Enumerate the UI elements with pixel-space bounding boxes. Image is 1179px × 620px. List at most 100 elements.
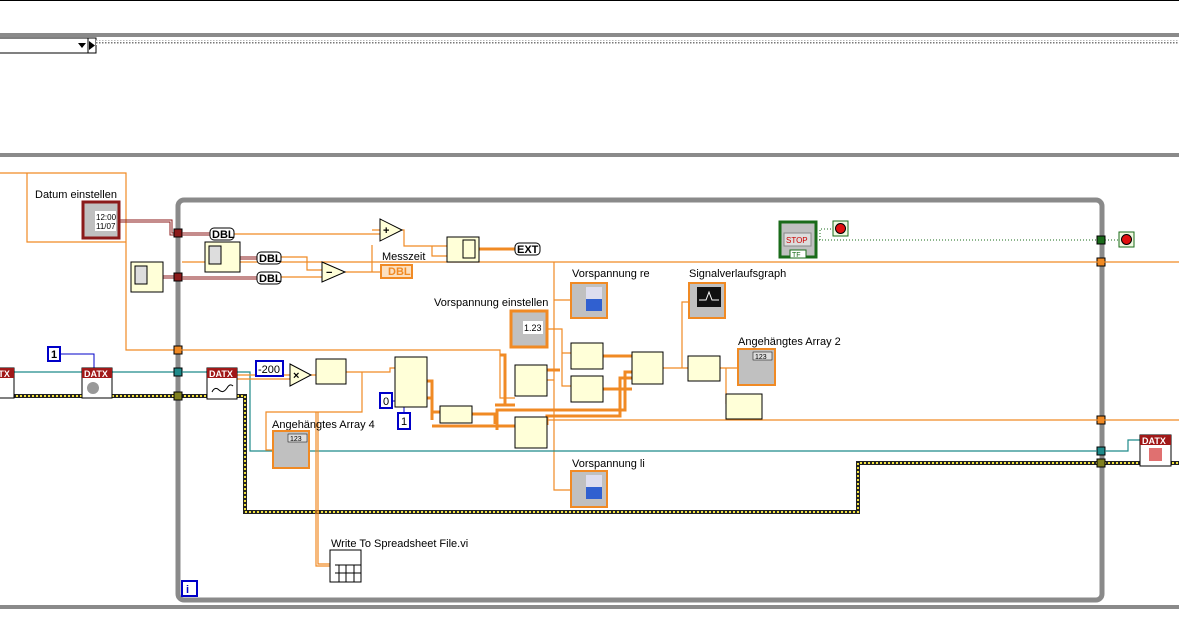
stop-icon: [1121, 234, 1132, 245]
close-icon: [1149, 448, 1162, 461]
stop-condition-terminal[interactable]: [1118, 231, 1135, 248]
wire: [182, 261, 1179, 491]
svg-text:DATX: DATX: [0, 369, 10, 379]
svg-text:DBL: DBL: [259, 253, 282, 265]
constant-minus200[interactable]: -200: [255, 360, 284, 377]
build-array-node[interactable]: [439, 405, 473, 424]
svg-text:1.23: 1.23: [524, 323, 542, 333]
vorspannung-li-indicator[interactable]: [570, 470, 608, 508]
label-vorspannung-li: Vorspannung li: [572, 458, 645, 470]
label-datum-einstellen: Datum einstellen: [35, 189, 117, 201]
tunnel: [173, 228, 183, 238]
svg-text:0: 0: [383, 396, 389, 408]
hatched-splitter[interactable]: [96, 40, 1179, 45]
svg-text:EXT: EXT: [517, 244, 539, 256]
datum-einstellen-control[interactable]: 12:00 11/07: [81, 200, 121, 240]
datx-node[interactable]: DATX: [0, 367, 15, 399]
spreadsheet-icon: [335, 564, 361, 582]
add-node[interactable]: +: [379, 218, 404, 242]
svg-text:×: ×: [293, 370, 299, 382]
vorspannung-einstellen-control[interactable]: 1.23: [509, 309, 549, 349]
separator-bar: [0, 153, 1179, 157]
separator-bar: [0, 605, 1179, 609]
clock-calendar-icon: [208, 245, 222, 265]
tunnel: [1096, 446, 1106, 456]
label-angehaengtes-array-4: Angehängtes Array 4: [272, 419, 375, 431]
knob-icon: [87, 382, 99, 394]
index-array-node[interactable]: [514, 416, 548, 449]
svg-text:1: 1: [401, 416, 407, 428]
angehaengtes-array-4-indicator[interactable]: 123: [272, 430, 310, 469]
svg-text:-200: -200: [258, 364, 280, 376]
svg-text:123: 123: [755, 354, 767, 361]
svg-text:12:00: 12:00: [96, 213, 117, 222]
write-to-spreadsheet-node[interactable]: [329, 549, 362, 583]
signalverlaufsgraph-indicator[interactable]: [688, 282, 726, 319]
tunnel: [173, 272, 183, 282]
label-messzeit: Messzeit: [382, 251, 425, 263]
dropdown[interactable]: [0, 37, 97, 54]
wire: [26, 173, 126, 243]
svg-text:−: −: [326, 267, 332, 279]
iteration-terminal: [181, 580, 198, 597]
svg-text:123: 123: [290, 436, 302, 443]
datx-knob-node[interactable]: DATX: [81, 367, 113, 399]
wire-timestamp: [120, 219, 178, 236]
svg-text:11/07: 11/07: [96, 222, 116, 231]
label-write-to-spreadsheet: Write To Spreadsheet File.vi: [331, 538, 468, 550]
get-date-time-node[interactable]: [130, 261, 164, 293]
label-vorspannung-einstellen: Vorspannung einstellen: [434, 297, 548, 309]
constant-1[interactable]: 1: [47, 346, 61, 362]
label-angehaengtes-array-2: Angehängtes Array 2: [738, 336, 841, 348]
to-dbl-node[interactable]: DBL: [256, 271, 282, 285]
build-array-node[interactable]: [446, 236, 480, 263]
transpose-node[interactable]: [687, 355, 721, 382]
svg-text:+: +: [383, 225, 389, 237]
messzeit-indicator[interactable]: DBL: [380, 264, 413, 279]
constant-0[interactable]: 0: [379, 392, 393, 409]
svg-text:DATX: DATX: [1142, 436, 1166, 446]
separator-bar: [0, 33, 1179, 37]
play-arrow-icon: [89, 41, 95, 50]
svg-text:DBL: DBL: [388, 266, 411, 278]
constant-1[interactable]: 1: [397, 412, 411, 430]
wire: [0, 172, 178, 351]
tunnel: [173, 391, 183, 401]
clock-calendar-icon: [134, 265, 148, 285]
transpose-node[interactable]: [315, 358, 347, 385]
stop-condition-terminal[interactable]: [832, 220, 849, 237]
tunnel: [1096, 458, 1106, 468]
svg-text:DATX: DATX: [84, 369, 108, 379]
index-array-node[interactable]: [394, 356, 428, 408]
wire-boolean: [816, 228, 1119, 241]
ext-constant[interactable]: EXT: [514, 242, 541, 256]
stop-icon: [835, 223, 846, 234]
transpose-node[interactable]: [725, 393, 763, 420]
tunnel: [1096, 235, 1106, 245]
multiply-node[interactable]: ×: [289, 363, 313, 387]
tunnel: [173, 367, 183, 377]
chevron-down-icon: [78, 43, 86, 48]
label-vorspannung-re: Vorspannung re: [572, 268, 650, 280]
build-array-node[interactable]: [570, 375, 604, 403]
svg-text:STOP: STOP: [786, 236, 808, 245]
subtract-node[interactable]: −: [321, 261, 347, 283]
angehaengtes-array-2-indicator[interactable]: 123: [737, 348, 776, 386]
svg-text:i: i: [186, 584, 189, 596]
svg-text:1: 1: [51, 349, 57, 361]
glasses-icon: [211, 384, 234, 393]
svg-text:DBL: DBL: [212, 229, 235, 241]
build-array-node[interactable]: [570, 342, 604, 370]
datx-close-node[interactable]: DATX: [1139, 434, 1172, 467]
vorspannung-re-indicator[interactable]: [570, 282, 608, 319]
svg-text:DBL: DBL: [259, 273, 282, 285]
get-date-time-node[interactable]: [204, 241, 241, 273]
to-dbl-node[interactable]: DBL: [209, 227, 235, 241]
build-array-node[interactable]: [631, 351, 664, 385]
index-array-node[interactable]: [514, 364, 548, 397]
svg-text:DATX: DATX: [209, 369, 233, 379]
datx-read-node[interactable]: DATX: [206, 367, 238, 400]
to-dbl-node[interactable]: DBL: [256, 251, 282, 265]
